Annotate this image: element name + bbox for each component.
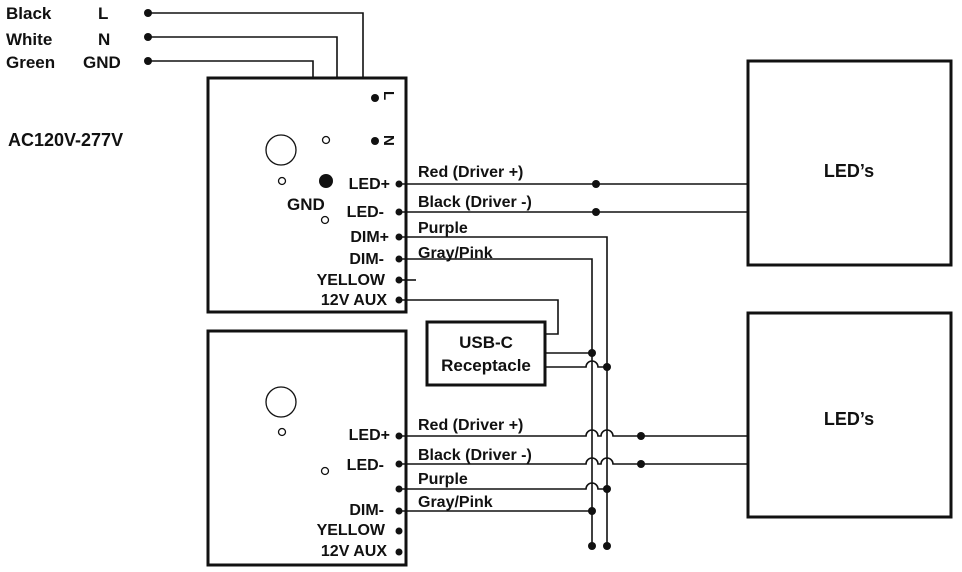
driver-1-mount-hole xyxy=(265,134,297,166)
terminal-n-dot xyxy=(371,137,379,145)
usb-c-receptacle xyxy=(425,320,547,387)
led-load-bottom xyxy=(746,311,953,519)
supply-black-label: Black xyxy=(6,4,52,23)
driver-2-dim-minus: DIM- xyxy=(349,502,384,519)
wire-red-2 xyxy=(401,429,748,437)
terminal-n-label: N xyxy=(380,135,397,146)
wire-graypink-bus xyxy=(401,258,593,546)
driver-2 xyxy=(206,329,408,567)
wire-black-2 xyxy=(401,457,748,465)
driver-2-small-hole xyxy=(277,427,287,437)
driver-2-wiring xyxy=(401,429,748,550)
usb-label-line2: Receptacle xyxy=(441,356,531,375)
led-load-top xyxy=(746,59,953,267)
driver-1-small-hole xyxy=(321,135,331,145)
driver-1-yellow: YELLOW xyxy=(317,272,386,289)
driver-2-yellow: YELLOW xyxy=(317,522,386,539)
driver-1-aux: 12V AUX xyxy=(321,292,387,309)
led-load-top-label: LED’s xyxy=(824,161,874,181)
supply-white-label: White xyxy=(6,30,52,49)
driver-2-black-label: Black (Driver -) xyxy=(418,447,532,464)
driver-2-small-hole xyxy=(320,466,330,476)
driver-1 xyxy=(206,76,408,314)
driver-1-red-label: Red (Driver +) xyxy=(418,164,523,181)
driver-2-graypink-label: Gray/Pink xyxy=(418,494,493,511)
driver-2-led-minus: LED- xyxy=(347,457,384,474)
driver-1-graypink-label: Gray/Pink xyxy=(418,245,493,262)
driver-2-aux: 12V AUX xyxy=(321,543,387,560)
driver-1-purple-label: Purple xyxy=(418,220,468,237)
driver-1-dim-plus: DIM+ xyxy=(350,229,389,246)
supply-n-label: N xyxy=(98,30,110,49)
usb-wiring xyxy=(545,349,611,371)
supply-green-label: Green xyxy=(6,53,55,72)
driver-1-dim-minus: DIM- xyxy=(349,251,384,268)
driver-1-gnd-label: GND xyxy=(287,195,325,214)
terminal-l-label: L xyxy=(380,91,397,100)
driver-1-output-dots xyxy=(395,180,416,304)
driver-1-small-hole xyxy=(277,176,287,186)
wire-usb-purple xyxy=(545,360,607,368)
driver-2-output-dots xyxy=(395,432,403,556)
driver-2-mount-hole xyxy=(265,386,297,418)
gnd-screw xyxy=(319,174,333,188)
wire-purple-bus xyxy=(401,236,608,546)
driver-1-black-label: Black (Driver -) xyxy=(418,194,532,211)
driver-1-small-hole xyxy=(320,215,330,225)
driver-1-led-plus: LED+ xyxy=(349,176,390,193)
driver-2-red-label: Red (Driver +) xyxy=(418,417,523,434)
voltage-label: AC120V-277V xyxy=(8,130,123,150)
led-load-bottom-label: LED’s xyxy=(824,409,874,429)
terminal-l-dot xyxy=(371,94,379,102)
wire-aux-usb xyxy=(401,299,559,335)
driver-1-wiring xyxy=(401,180,748,546)
driver-2-purple-label: Purple xyxy=(418,471,468,488)
wire-purple-2 xyxy=(401,482,607,490)
driver-1-led-minus: LED- xyxy=(347,204,384,221)
supply-l-label: L xyxy=(98,4,108,23)
driver-2-led-plus: LED+ xyxy=(349,427,390,444)
supply-gnd-label: GND xyxy=(83,53,121,72)
usb-label-line1: USB-C xyxy=(459,333,513,352)
